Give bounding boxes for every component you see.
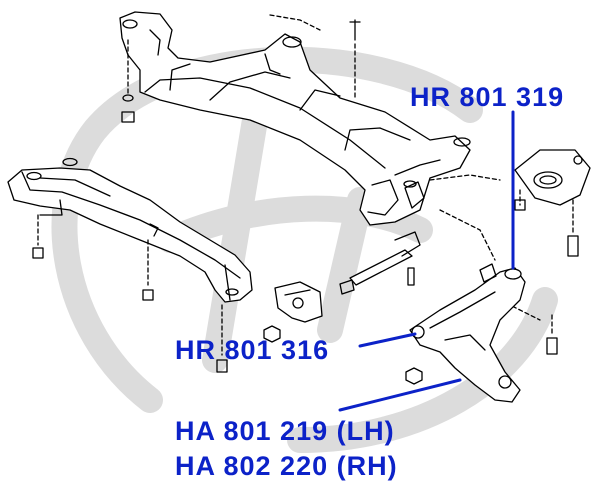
leader-line-hr-801-316 — [358, 332, 417, 348]
part-label-ha-801-219-lh: HA 801 219 (LH) — [175, 416, 395, 446]
leader-line-ha-801-219 — [338, 378, 462, 412]
bolt-icon — [567, 199, 579, 257]
bolt-icon — [216, 304, 228, 373]
bolt-icon — [349, 19, 361, 101]
tension-rod — [339, 231, 421, 295]
bolt-icon — [546, 314, 558, 355]
lower-control-arm — [409, 263, 526, 403]
front-crossmember — [7, 157, 253, 303]
nut-icon — [405, 367, 423, 385]
mounting-bolts — [32, 14, 579, 385]
part-label-hr-801-319: HR 801 319 — [410, 82, 565, 112]
rear-crossmember — [119, 11, 471, 226]
part-label-hr-801-316: HR 801 316 — [175, 335, 330, 365]
bolt-icon — [121, 39, 135, 123]
leader-lines — [338, 110, 515, 412]
nut-icon — [263, 325, 281, 343]
rod-bracket — [274, 281, 323, 323]
bolt-icon — [514, 189, 526, 211]
brand-logo-watermark — [51, 46, 558, 453]
bolt-icon — [407, 267, 415, 286]
part-label-ha-802-220-rh: HA 802 220 (RH) — [175, 451, 398, 481]
bolt-icon — [32, 214, 44, 259]
bolt-icon — [142, 239, 154, 301]
strut-mount — [514, 149, 591, 206]
